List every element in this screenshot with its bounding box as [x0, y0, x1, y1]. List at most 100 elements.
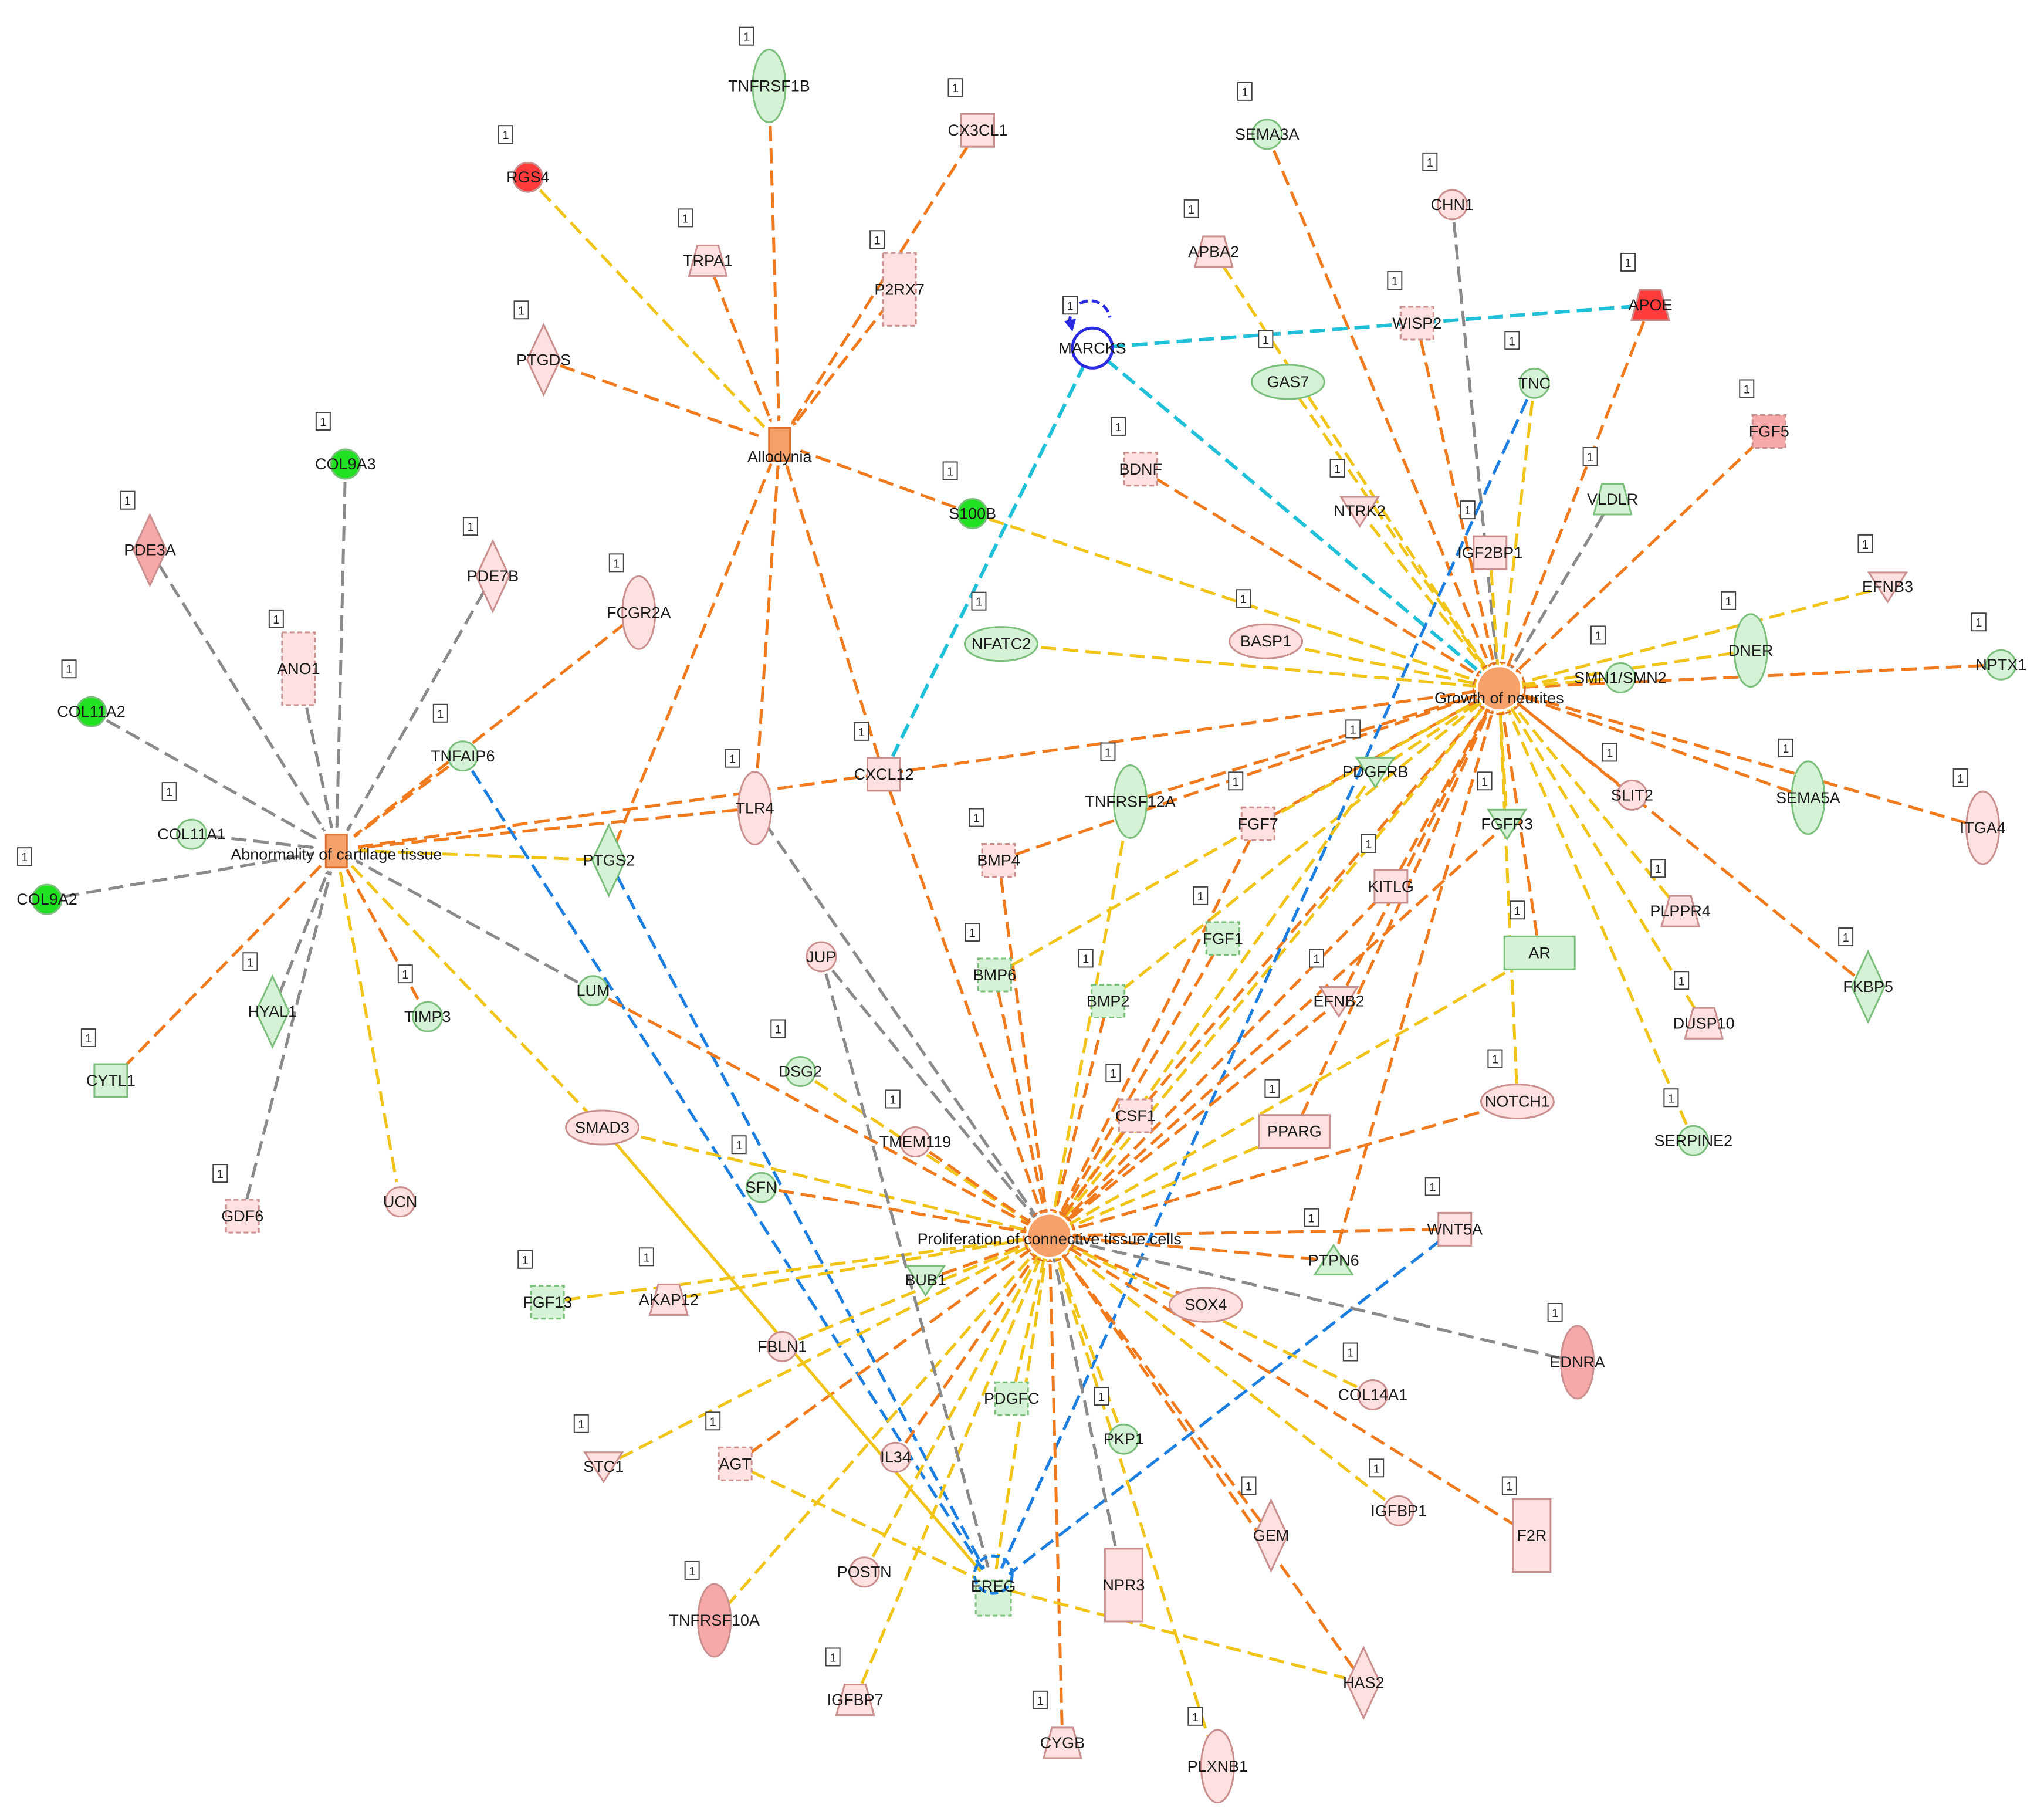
- node-jup[interactable]: JUP: [806, 941, 837, 973]
- hub-neurites[interactable]: Growth of neurites: [1434, 661, 1564, 715]
- node-pdgfc[interactable]: PDGFC: [984, 1381, 1040, 1416]
- hub-prolif[interactable]: Proliferation of connective tissue cells: [918, 1208, 1182, 1262]
- node-ereg[interactable]: EREG: [971, 1554, 1016, 1617]
- node-postn[interactable]: POSTN: [837, 1556, 892, 1588]
- node-sox4[interactable]: SOX4: [1168, 1287, 1243, 1323]
- hub-allodynia[interactable]: Allodynia: [747, 426, 813, 466]
- node-npr3[interactable]: NPR3: [1102, 1548, 1145, 1623]
- node-lum[interactable]: LUM: [577, 975, 610, 1007]
- node-smad3[interactable]: SMAD3: [565, 1109, 640, 1146]
- hub-cartilage[interactable]: Abnormality of cartilage tissue: [231, 834, 442, 869]
- node-tnfrsf1b-label: TNFRSF1B: [728, 77, 810, 95]
- node-bub1[interactable]: BUB1: [905, 1265, 946, 1297]
- node-fbln1[interactable]: FBLN1: [757, 1331, 807, 1362]
- node-has2[interactable]: HAS2: [1343, 1646, 1385, 1721]
- node-ucn[interactable]: UCN: [383, 1186, 418, 1218]
- node-ptgs2[interactable]: PTGS2: [583, 822, 635, 898]
- node-ar[interactable]: 1AR: [1503, 900, 1576, 970]
- node-il34[interactable]: IL34: [880, 1441, 912, 1473]
